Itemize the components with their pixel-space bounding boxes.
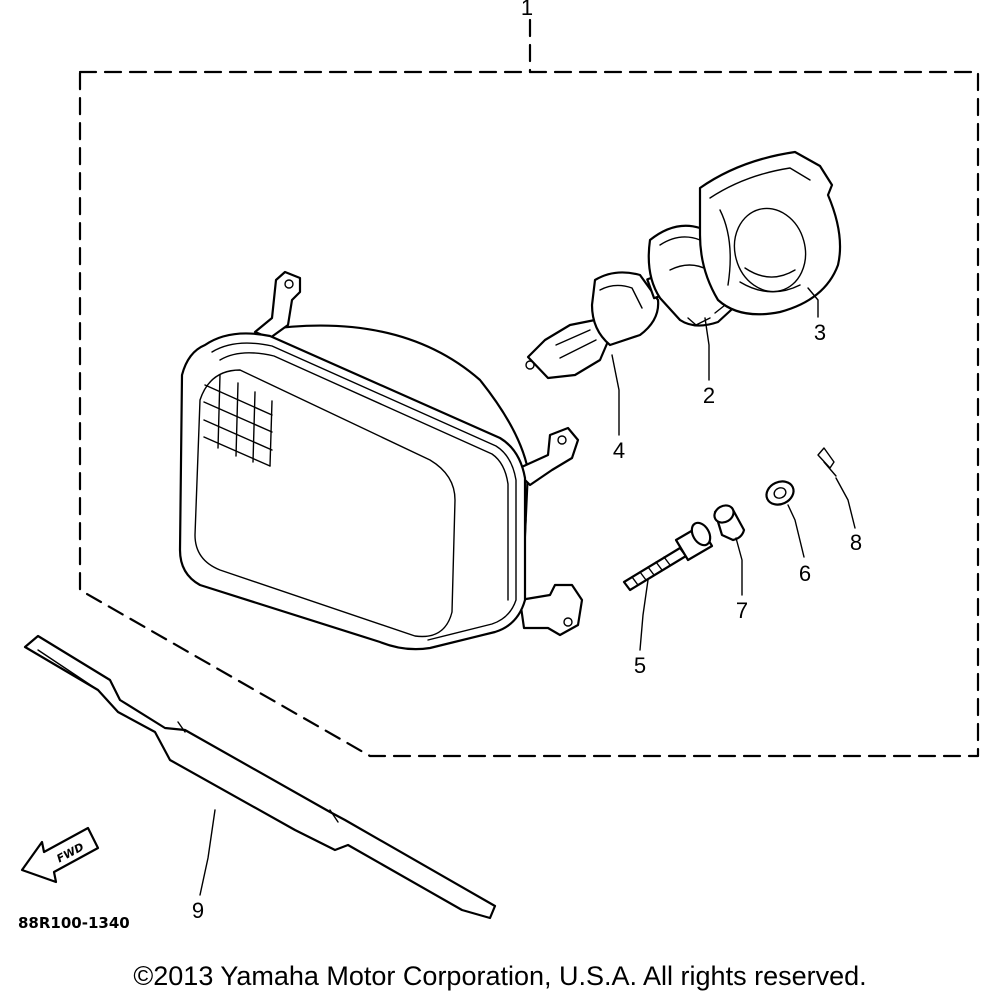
headlight-housing	[178, 270, 584, 651]
callout-6: 6	[799, 561, 811, 586]
bulb	[525, 270, 676, 380]
assembly-boundary	[78, 18, 980, 758]
callout-4: 4	[613, 438, 625, 463]
callouts: 1 2 3 4 5 6 7 8 9	[192, 0, 862, 923]
callout-1: 1	[521, 0, 533, 20]
callout-5: 5	[634, 653, 646, 678]
fwd-arrow-icon: FWD	[20, 826, 100, 884]
rubber-cover	[698, 150, 842, 316]
callout-7: 7	[736, 598, 748, 623]
callout-9: 9	[192, 898, 204, 923]
spring-clip	[817, 447, 837, 477]
callout-8: 8	[850, 530, 862, 555]
washer	[765, 480, 795, 506]
nut	[713, 504, 746, 542]
callout-2: 2	[703, 383, 715, 408]
drawing-code: 88R100-1340	[18, 914, 130, 932]
leader-lines	[199, 287, 856, 896]
callout-3: 3	[814, 320, 826, 345]
copyright-notice: ©2013 Yamaha Motor Corporation, U.S.A. A…	[133, 961, 866, 991]
mounting-bracket-bar	[23, 634, 497, 920]
lens-pattern	[203, 374, 273, 467]
adjusting-screw	[622, 521, 714, 592]
